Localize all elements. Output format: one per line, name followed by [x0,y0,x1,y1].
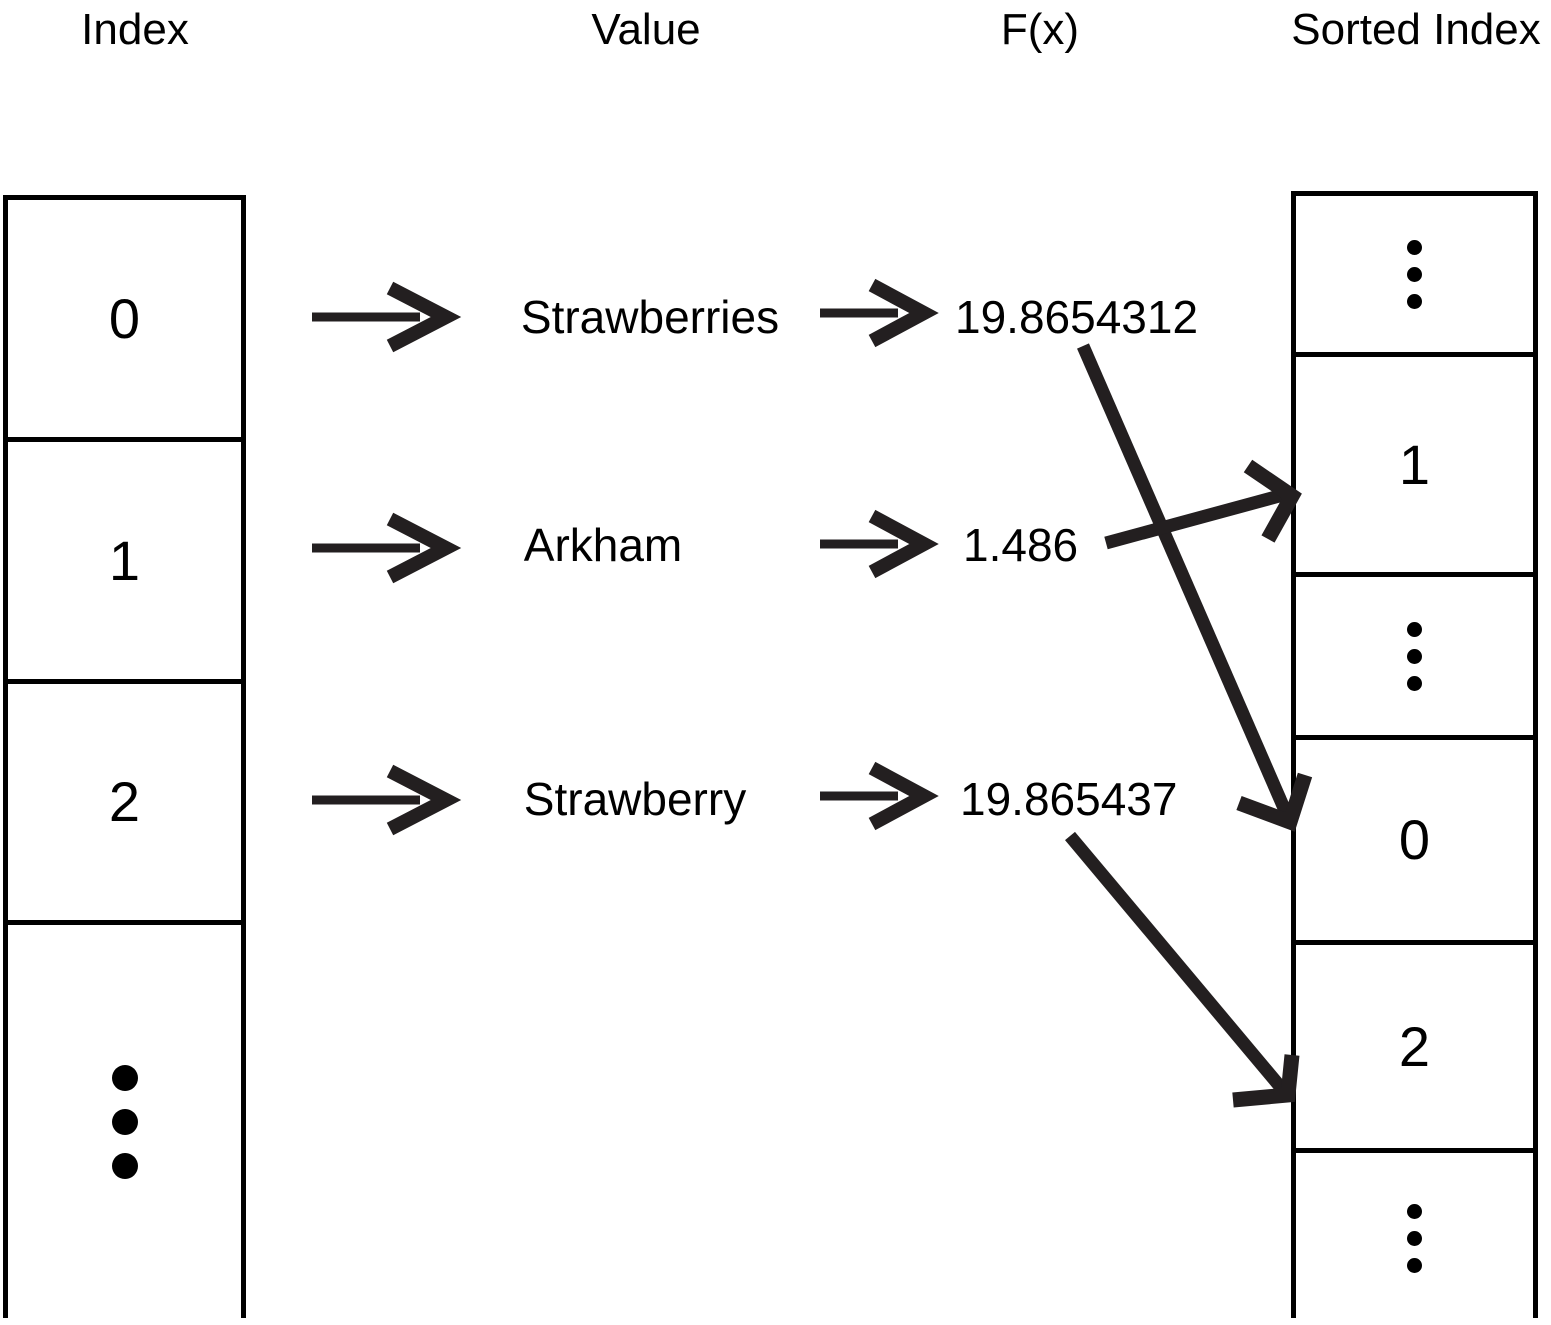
column-header-value: Value [591,5,701,54]
column-header-fx: F(x) [1000,5,1080,54]
index-cell-0[interactable]: 0 [8,200,241,442]
sorted-cell-ellipsis-bottom[interactable] [1296,1153,1533,1323]
arrowhead-value-to-fx-0 [868,278,939,348]
arrowhead-value-to-fx-1 [868,509,939,579]
value-row-1: Arkham [523,519,683,571]
sorted-cell-1-label: 1 [1398,432,1431,496]
index-cell-ellipsis[interactable] [8,925,241,1318]
sorted-index-table: 1 0 2 [1291,191,1538,1323]
vertical-ellipsis-icon [1407,234,1422,315]
index-cell-1-label: 1 [108,528,141,592]
value-row-0: Strawberries [520,291,780,343]
column-header-sorted-index: Sorted Index [1291,5,1541,54]
index-table: 0 1 2 [3,195,246,1318]
arrow-fx1-to-sorted1 [1104,488,1285,550]
sorted-cell-0[interactable]: 0 [1296,740,1533,945]
value-row-2: Strawberry [523,773,747,825]
arrow-fx0-to-sorted0 [1077,343,1293,818]
index-cell-2-label: 2 [108,770,141,833]
arrowhead-index-to-value-0 [386,281,462,353]
fx-row-2: 19.865437 [960,773,1178,825]
arrowhead-value-to-fx-2 [868,761,939,831]
arrowhead-index-to-value-1 [386,512,462,584]
arrow-fx2-to-sorted2 [1065,831,1288,1095]
sorted-cell-2[interactable]: 2 [1296,945,1533,1153]
sorted-cell-1[interactable]: 1 [1296,357,1533,577]
index-cell-2[interactable]: 2 [8,684,241,925]
fx-row-0: 19.8654312 [955,291,1199,343]
vertical-ellipsis-icon [111,1056,138,1188]
arrowhead-fx1-to-sorted1 [1243,459,1302,543]
sorted-cell-ellipsis-middle[interactable] [1296,577,1533,740]
arrowhead-fx2-to-sorted2 [1232,1054,1300,1108]
index-cell-1[interactable]: 1 [8,442,241,684]
arrowhead-index-to-value-2 [386,764,462,836]
sorted-cell-ellipsis-top[interactable] [1296,196,1533,357]
sorted-cell-2-label: 2 [1398,1014,1431,1078]
column-header-index: Index [81,5,189,54]
vertical-ellipsis-icon [1407,1198,1422,1279]
sorted-cell-0-label: 0 [1398,808,1431,871]
fx-row-1: 1.486 [963,519,1079,571]
vertical-ellipsis-icon [1407,616,1422,697]
index-cell-0-label: 0 [108,286,141,350]
